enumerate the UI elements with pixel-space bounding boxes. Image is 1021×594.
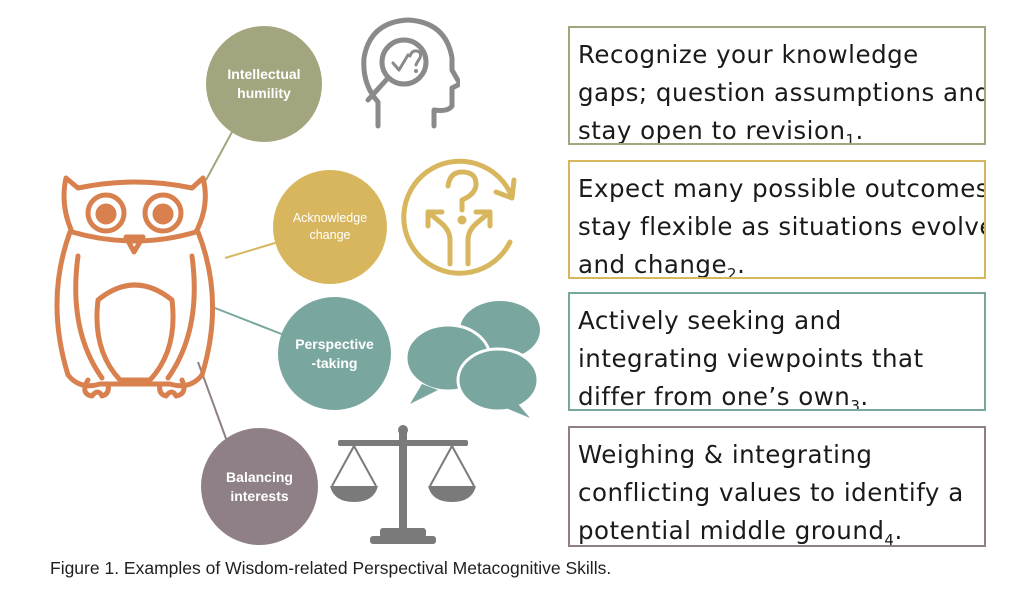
reference-number: 3: [850, 397, 861, 411]
reference-number: 1: [845, 131, 856, 145]
description-line: stay flexible as situations evolve: [578, 212, 986, 241]
description-line: stay open to revision: [578, 116, 846, 145]
skill-label-balancing-interests: Balancing interests: [226, 468, 293, 504]
description-line: Weighing & integrating: [578, 440, 873, 469]
skill-circle-balancing-interests: Balancing interests: [201, 428, 318, 545]
skill-circle-acknowledge-change: Acknowledge change: [273, 170, 387, 284]
description-line: differ from one’s own: [578, 382, 851, 411]
description-line: Actively seeking and: [578, 306, 842, 335]
description-box-acknowledge-change: Expect many possible outcomes; stay flex…: [568, 160, 986, 279]
skill-circle-intellectual-humility: Intellectual humility: [206, 26, 322, 142]
branching-arrows-question-icon: [401, 158, 517, 276]
reference-number: 2: [727, 265, 738, 279]
balance-scale-icon: [330, 425, 476, 544]
description-box-intellectual-humility: Recognize your knowledge gaps; question …: [568, 26, 986, 145]
description-box-balancing-interests: Weighing & integrating conflicting value…: [568, 426, 986, 547]
skill-label-perspective-taking: Perspective -taking: [295, 335, 374, 371]
description-line: Recognize your knowledge: [578, 40, 919, 69]
speech-bubbles-icon: [404, 301, 540, 418]
head-with-question-magnifier-icon: [361, 17, 460, 129]
connector-humility: [205, 131, 233, 181]
description-line: integrating viewpoints that: [578, 344, 924, 373]
description-line: and change: [578, 250, 728, 279]
skill-label-acknowledge-change: Acknowledge change: [292, 211, 368, 242]
figure-caption: Figure 1. Examples of Wisdom-related Per…: [50, 558, 612, 578]
skill-circle-perspective-taking: Perspective -taking: [278, 297, 391, 410]
sentence-end: .: [894, 516, 903, 545]
sentence-end: .: [737, 250, 746, 279]
sentence-end: .: [855, 116, 864, 145]
connector-perspective: [214, 307, 285, 336]
skill-label-intellectual-humility: Intellectual humility: [227, 66, 301, 101]
reference-number: 4: [884, 531, 895, 547]
sentence-end: .: [860, 382, 869, 411]
description-line: Expect many possible outcomes;: [578, 174, 986, 203]
description-line: conflicting values to identify a: [578, 478, 964, 507]
owl-icon: [54, 175, 216, 399]
description-line: gaps; question assumptions and: [578, 78, 986, 107]
description-line: potential middle ground: [578, 516, 885, 545]
description-box-perspective-taking: Actively seeking and integrating viewpoi…: [568, 292, 986, 411]
